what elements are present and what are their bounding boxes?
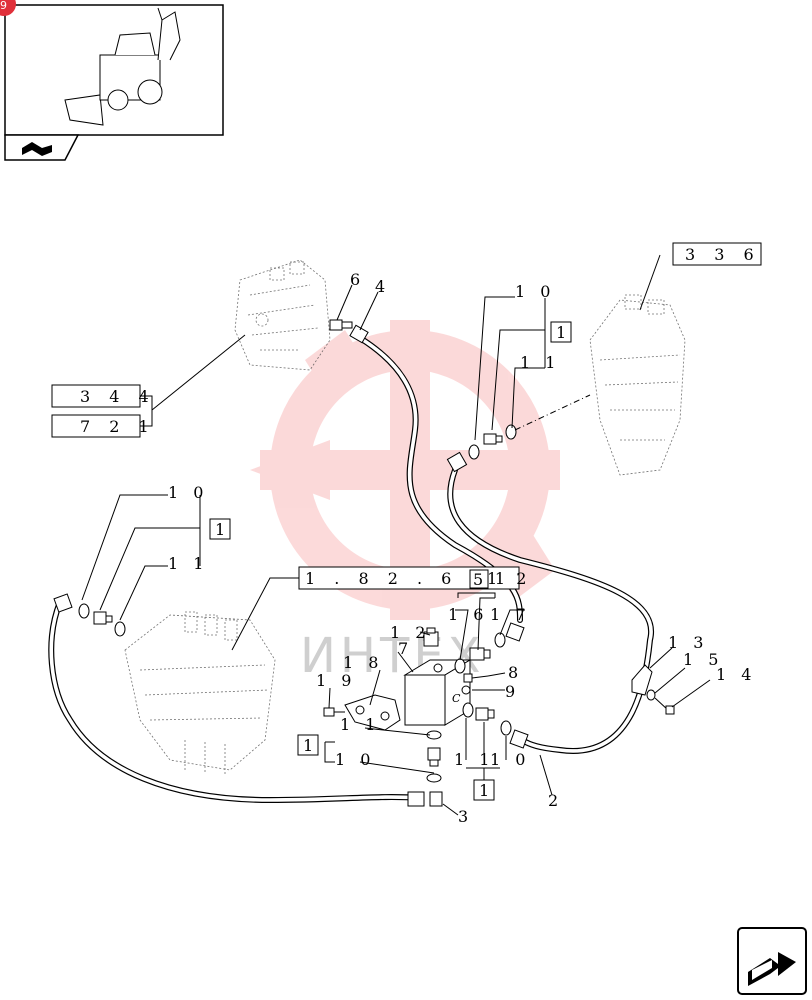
fitting-11-center (475, 707, 495, 721)
kit-label-lower-right: 1 (479, 781, 494, 800)
callout-10-upper: 1 0 (515, 282, 555, 301)
page-badge-number: 9 (0, 0, 7, 12)
leader-dash-right (514, 394, 591, 431)
fitting-11-upper (483, 433, 503, 445)
callout-11-upper: 1 1 (520, 353, 560, 372)
callout-11-block: 1 1 (340, 715, 380, 734)
fitting-16 (469, 647, 491, 661)
callout-15: 1 5 (683, 650, 723, 669)
callout-7: 7 (398, 639, 413, 658)
next-page-button[interactable] (737, 927, 807, 995)
ref-label-valve: 1 . 8 2 . 6 / 1 (305, 569, 512, 588)
kit-box-lower-right[interactable]: 1 (473, 779, 495, 801)
valve-ghost-left (124, 611, 276, 774)
callout-11-a: 1 1 (454, 750, 494, 769)
bolt-8 (463, 673, 489, 683)
ref-box-336[interactable]: 3 3 6 (672, 242, 762, 266)
thumbnail-panel[interactable] (4, 4, 224, 161)
fitting-11-left (93, 611, 113, 625)
callout-19: 1 9 (316, 671, 356, 690)
callout-labels: 6 4 1 0 1 1 1 0 1 1 1 6 1 7 1 2 7 1 8 1 … (168, 270, 756, 826)
callout-10-a: 1 0 (490, 750, 530, 769)
bracket-18 (344, 694, 401, 731)
o-ring-17 (494, 632, 506, 648)
hose-end-upper (446, 451, 468, 473)
o-ring-10-upper (468, 444, 480, 460)
ref-label-721: 7 2 1 (80, 417, 156, 436)
valve-ghost-top-left (234, 259, 331, 371)
callout-16: 1 6 (448, 605, 488, 624)
callout-3: 3 (458, 807, 473, 826)
hose-end-2-bottom (509, 729, 529, 749)
kit-label-left: 1 (215, 520, 230, 539)
hose-3 (48, 599, 423, 803)
callout-14: 1 4 (716, 665, 756, 684)
hose-end-4-top (349, 324, 369, 344)
ref-box-721[interactable]: 7 2 1 (51, 414, 156, 438)
next-page-arrow-icon (748, 952, 796, 986)
ref-label-valve-tail: 1 2 (487, 569, 533, 588)
washer-15 (646, 689, 656, 701)
block-letter: C (452, 692, 461, 705)
callout-8: 8 (508, 663, 523, 682)
callout-13: 1 3 (668, 633, 708, 652)
kit-label-lower-left: 1 (303, 736, 318, 755)
kit-box-lower-left[interactable]: 1 (297, 734, 319, 756)
fitting-6 (329, 319, 353, 331)
o-ring-11-center (462, 702, 474, 718)
washer-9 (461, 685, 471, 695)
fitting-10-low (427, 747, 441, 767)
o-ring-11-left (114, 621, 126, 637)
page-badge: 9 (0, 0, 16, 16)
backhoe-loader-thumbnail (64, 7, 181, 126)
o-ring-10-low (426, 773, 442, 783)
kit-box-upper[interactable]: 1 (550, 321, 572, 343)
callout-12: 1 2 (390, 623, 430, 642)
hose-2 (447, 467, 655, 754)
callout-18: 1 8 (343, 653, 383, 672)
page-fold-icon (22, 142, 52, 156)
plug-12 (423, 627, 439, 647)
callout-11-left: 1 1 (168, 554, 208, 573)
kit-label-upper: 1 (556, 323, 571, 342)
valve-ghost-right (589, 294, 686, 476)
o-ring-10-center (500, 720, 512, 736)
callout-10-left: 1 0 (168, 483, 208, 502)
ref-label-344: 3 4 4 (80, 387, 156, 406)
leader-lines (81, 254, 711, 816)
hose-end-3-left (53, 593, 73, 613)
bolt-14 (654, 697, 675, 715)
o-ring-11-upper (505, 424, 517, 440)
ref-label-51: 5 (473, 570, 490, 589)
callout-17: 1 7 (490, 605, 530, 624)
callout-9: 9 (505, 682, 520, 701)
bracket-344-721 (140, 395, 153, 427)
callout-2: 2 (548, 791, 563, 810)
ref-box-valve[interactable]: 1 . 8 2 . 6 / 1 5 1 2 (298, 566, 533, 590)
callout-4: 4 (375, 277, 390, 296)
o-ring-16 (454, 658, 466, 674)
kit-box-left[interactable]: 1 (209, 518, 231, 540)
ref-label-336: 3 3 6 (685, 245, 761, 264)
hose-end-3-bottom (407, 791, 443, 807)
clamp-13 (631, 664, 653, 696)
o-ring-10-left (78, 603, 90, 619)
callout-6: 6 (350, 270, 365, 289)
hose-end-4-bottom (505, 622, 525, 642)
callout-10-block: 1 0 (335, 750, 375, 769)
